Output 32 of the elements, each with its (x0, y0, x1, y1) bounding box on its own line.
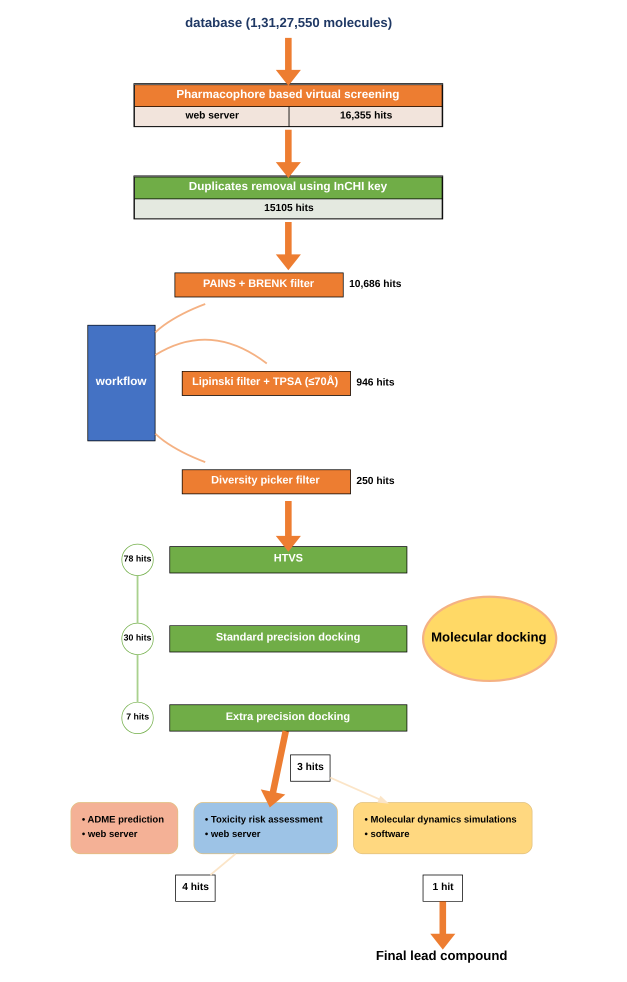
arrow (276, 222, 301, 270)
node-box: 3 hits (290, 754, 330, 782)
connector (136, 654, 138, 702)
node-box: workflow (87, 324, 156, 442)
node-box: HTVS (169, 546, 408, 574)
node-label: 946 hits (356, 377, 395, 388)
node-label: 250 hits (356, 476, 395, 487)
node-circle: 7 hits (121, 702, 154, 734)
connector (136, 576, 138, 624)
arrow (276, 38, 301, 86)
node-box: Standard precision docking (169, 625, 408, 652)
arrow (260, 730, 289, 808)
arrow (276, 501, 301, 552)
arrow (276, 130, 301, 178)
connector (154, 303, 206, 334)
node-circle: 78 hits (121, 544, 154, 576)
node-box: 4 hits (175, 874, 216, 902)
node-text: Final lead compound (376, 948, 508, 964)
arrow (330, 776, 389, 804)
arrow (430, 901, 456, 950)
node-text: database (1,31,27,550 molecules) (185, 14, 392, 30)
node-circle: 30 hits (121, 622, 154, 655)
node-box: • Toxicity risk assessment • web server (194, 802, 338, 854)
node-label: 10,686 hits (349, 278, 402, 290)
node-box: • ADME prediction • web server (70, 802, 178, 854)
connector (210, 853, 236, 876)
node-box: • Molecular dynamics simulations • software (353, 802, 532, 854)
node-ellipse: Molecular docking (422, 596, 558, 682)
node-box: Extra precision docking (169, 704, 408, 732)
connector (154, 338, 268, 364)
node-box: 1 hit (422, 874, 463, 902)
connector (154, 432, 206, 463)
